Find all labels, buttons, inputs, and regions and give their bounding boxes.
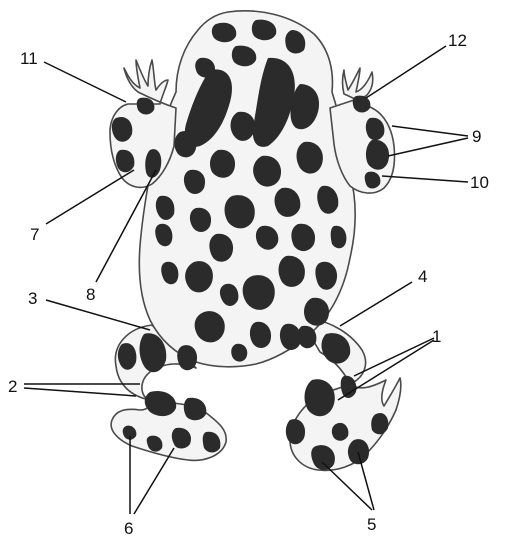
label-12: 12 [448, 31, 467, 50]
label-8: 8 [86, 285, 95, 304]
leader-1a [354, 338, 434, 376]
leader-11 [44, 62, 126, 102]
leader-9a [392, 126, 468, 136]
label-7: 7 [30, 225, 39, 244]
leader-5a [322, 462, 372, 510]
label-4: 4 [418, 267, 427, 286]
leader-3 [46, 300, 150, 330]
label-6: 6 [124, 519, 133, 538]
leader-4 [340, 282, 412, 326]
label-11: 11 [20, 49, 38, 68]
label-1: 1 [432, 327, 441, 346]
leader-12 [366, 46, 446, 98]
leader-7 [46, 170, 134, 224]
label-9: 9 [472, 127, 481, 146]
leader-6b [134, 448, 174, 514]
label-10: 10 [470, 173, 489, 192]
leader-2b [24, 388, 136, 396]
label-2: 2 [8, 377, 17, 396]
label-5: 5 [367, 515, 376, 534]
leader-9b [388, 138, 468, 156]
label-3: 3 [28, 289, 37, 308]
leader-10 [382, 176, 468, 182]
